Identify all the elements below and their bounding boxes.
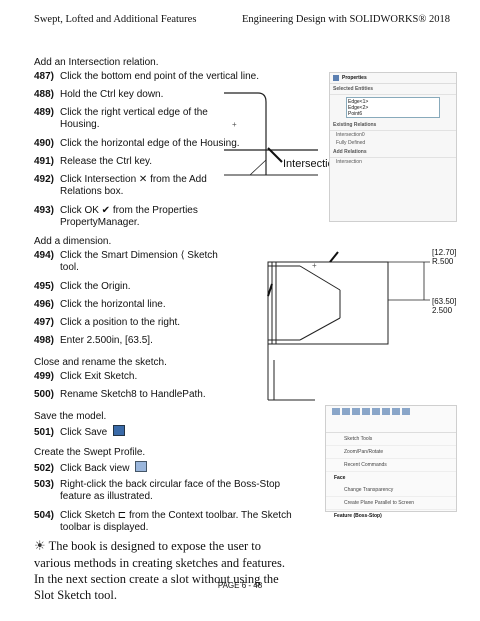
step: 488)Hold the Ctrl key down. xyxy=(34,89,164,100)
properties-panel[interactable]: Properties Selected Entities Edge<1> Edg… xyxy=(329,72,457,222)
section-save: Save the model. xyxy=(34,411,107,422)
section-close: Close and rename the sketch. xyxy=(34,357,167,368)
tool-icon[interactable] xyxy=(382,408,390,415)
step: 498)Enter 2.500in, [63.5]. xyxy=(34,335,153,346)
menu-zoom[interactable]: Zoom/Pan/Rotate xyxy=(326,446,456,459)
context-menu[interactable]: Sketch Tools Zoom/Pan/Rotate Recent Comm… xyxy=(325,405,457,519)
fully-defined-status: Fully Defined xyxy=(336,140,366,146)
tip-note: ☀ The book is designed to expose the use… xyxy=(34,538,286,603)
step: 499)Click Exit Sketch. xyxy=(34,371,138,382)
header-left: Swept, Lofted and Additional Features xyxy=(34,14,197,25)
tip-text: The book is designed to expose the user … xyxy=(34,539,285,602)
menu-sketch-tools[interactable]: Sketch Tools xyxy=(326,433,456,446)
tool-icon[interactable] xyxy=(372,408,380,415)
tool-icon[interactable] xyxy=(352,408,360,415)
section-dimension: Add a dimension. xyxy=(34,236,112,247)
section-swept: Create the Swept Profile. xyxy=(34,447,146,458)
save-icon[interactable] xyxy=(113,425,126,436)
dimension-top: [12.70]R.500 xyxy=(432,248,457,266)
menu-create-plane[interactable]: Create Plane Parallel to Screen xyxy=(326,497,456,510)
dimension-right: [63.50]2.500 xyxy=(432,297,457,315)
step: 504)Click Sketch ⊏ from the Context tool… xyxy=(34,510,292,533)
selected-entities-list[interactable]: Edge<1> Edge<2> Point6 xyxy=(346,97,440,118)
step: 502)Click Back view xyxy=(34,461,148,475)
header-right: Engineering Design with SOLIDWORKS® 2018 xyxy=(241,14,450,25)
step: 491)Release the Ctrl key. xyxy=(34,156,153,167)
properties-icon xyxy=(333,75,339,81)
step: 501)Click Save xyxy=(34,425,126,439)
add-relation-intersection[interactable]: Intersection xyxy=(336,159,362,165)
tool-icon[interactable] xyxy=(392,408,400,415)
tool-icon[interactable] xyxy=(402,408,410,415)
step: 495)Click the Origin. xyxy=(34,281,131,292)
page-number: PAGE 6 - 48 xyxy=(217,581,263,590)
svg-text:+: + xyxy=(312,261,317,270)
add-relations-header: Add Relations xyxy=(330,147,456,158)
selected-entities-header: Selected Entities xyxy=(330,84,456,95)
tool-icon[interactable] xyxy=(332,408,340,415)
step: 503)Right-click the back circular face o… xyxy=(34,479,281,502)
menu-recent[interactable]: Recent Commands xyxy=(326,459,456,472)
step: 489)Click the right vertical edge of the… xyxy=(34,107,208,130)
step: 497)Click a position to the right. xyxy=(34,317,181,328)
section-intersection: Add an Intersection relation. xyxy=(34,57,159,68)
context-toolbar[interactable] xyxy=(326,406,456,433)
lightbulb-icon: ☀ xyxy=(34,539,46,554)
intersection-label: Intersection xyxy=(283,158,340,170)
menu-feature[interactable]: Feature (Boss-Stop) xyxy=(334,513,382,519)
step: 487)Click the bottom end point of the ve… xyxy=(34,71,259,82)
step: 500)Rename Sketch8 to HandlePath. xyxy=(34,389,206,400)
step: 496)Click the horizontal line. xyxy=(34,299,166,310)
existing-relation[interactable]: Intersection0 xyxy=(336,132,365,138)
menu-transparency[interactable]: Change Transparency xyxy=(326,484,456,497)
svg-text:+: + xyxy=(232,120,237,129)
tool-icon[interactable] xyxy=(362,408,370,415)
back-view-icon[interactable] xyxy=(135,461,148,472)
tool-icon[interactable] xyxy=(342,408,350,415)
menu-face-header: Face xyxy=(334,475,346,481)
existing-relations-header: Existing Relations xyxy=(330,120,456,131)
step: 490)Click the horizontal edge of the Hou… xyxy=(34,138,240,149)
